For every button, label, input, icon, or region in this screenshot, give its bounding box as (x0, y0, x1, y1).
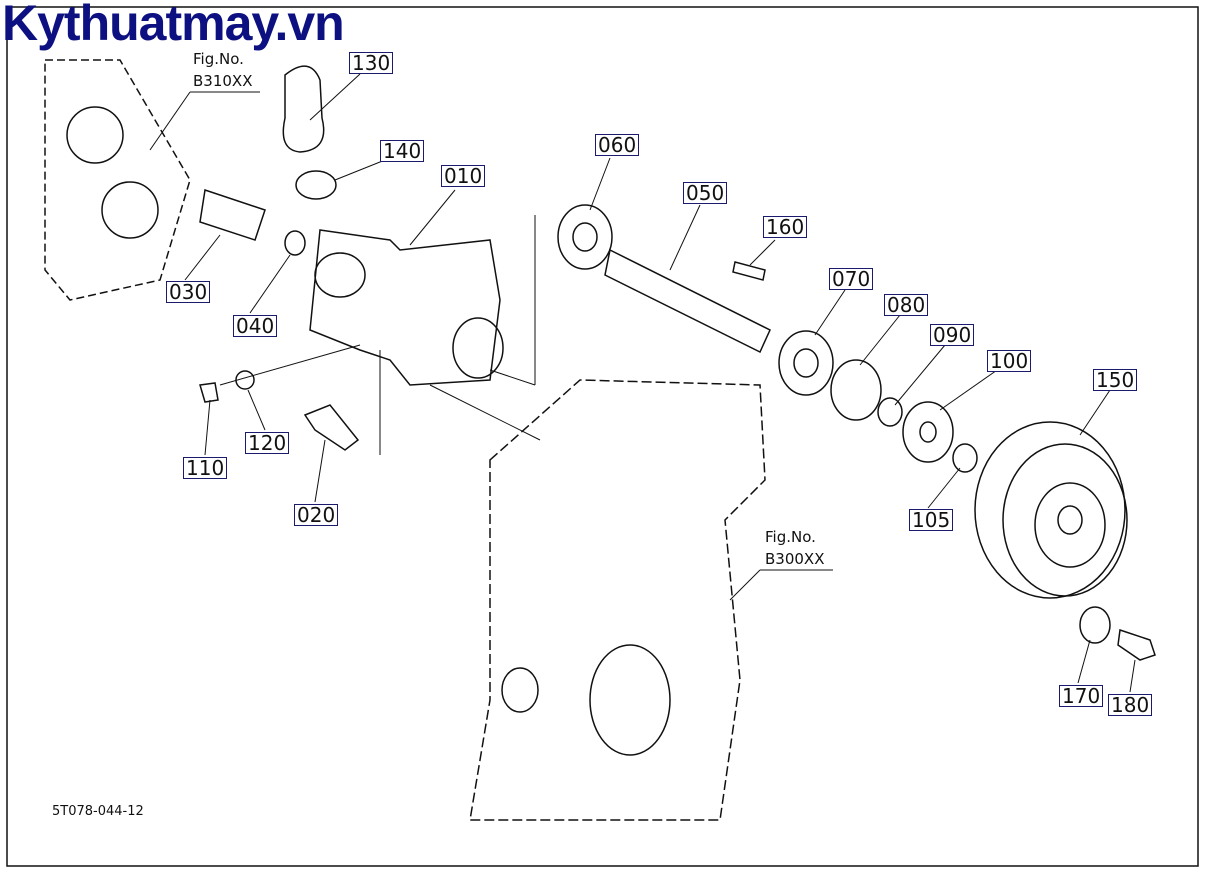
part-label-020[interactable]: 020 (294, 504, 339, 526)
part-label-170[interactable]: 170 (1059, 685, 1104, 707)
shaft-050 (604, 248, 771, 354)
part-label-030[interactable]: 030 (166, 281, 211, 303)
ring-040 (284, 230, 306, 256)
washer-170 (1079, 606, 1111, 644)
part-label-160[interactable]: 160 (763, 216, 808, 238)
part-label-130[interactable]: 130 (349, 52, 394, 74)
bearing-060 (557, 204, 613, 270)
part-label-070[interactable]: 070 (829, 268, 874, 290)
bolt-020 (303, 404, 360, 451)
plug-110 (199, 382, 219, 403)
part-label-180[interactable]: 180 (1108, 694, 1153, 716)
figure-ref-b300: Fig.No.B300XX (765, 528, 825, 568)
bolt-180 (1117, 629, 1156, 661)
part-label-080[interactable]: 080 (884, 294, 929, 316)
housing-b310 (44, 59, 191, 301)
bearing-070 (778, 330, 834, 396)
part-130 (282, 65, 325, 153)
bushing-030 (199, 189, 266, 241)
gear-lower (101, 181, 159, 239)
part-label-110[interactable]: 110 (183, 457, 228, 479)
pulley-150 (974, 421, 1126, 599)
key-160 (732, 261, 766, 281)
seal-090 (877, 397, 903, 427)
part-label-140[interactable]: 140 (380, 140, 425, 162)
watermark-logo: Kythuatmay.vn (2, 0, 345, 51)
part-label-090[interactable]: 090 (930, 324, 975, 346)
part-label-105[interactable]: 105 (909, 509, 954, 531)
gear-upper (66, 106, 124, 164)
part-label-150[interactable]: 150 (1093, 369, 1138, 391)
part-label-040[interactable]: 040 (233, 315, 278, 337)
document-id: 5T078-044-12 (52, 804, 144, 819)
part-label-010[interactable]: 010 (441, 165, 486, 187)
part-label-120[interactable]: 120 (245, 432, 290, 454)
part-label-060[interactable]: 060 (595, 134, 640, 156)
housing-010 (309, 229, 501, 386)
collar-100 (902, 401, 954, 463)
part-label-100[interactable]: 100 (987, 350, 1032, 372)
figure-ref-b310: Fig.No.B310XX (193, 50, 253, 90)
oring-140 (295, 170, 337, 200)
washer-105 (952, 443, 978, 473)
leader-lines (149, 73, 1136, 693)
part-label-050[interactable]: 050 (683, 182, 728, 204)
frame-border (6, 6, 1199, 867)
circlip-080 (830, 359, 882, 421)
gearcase-b300 (469, 379, 766, 821)
